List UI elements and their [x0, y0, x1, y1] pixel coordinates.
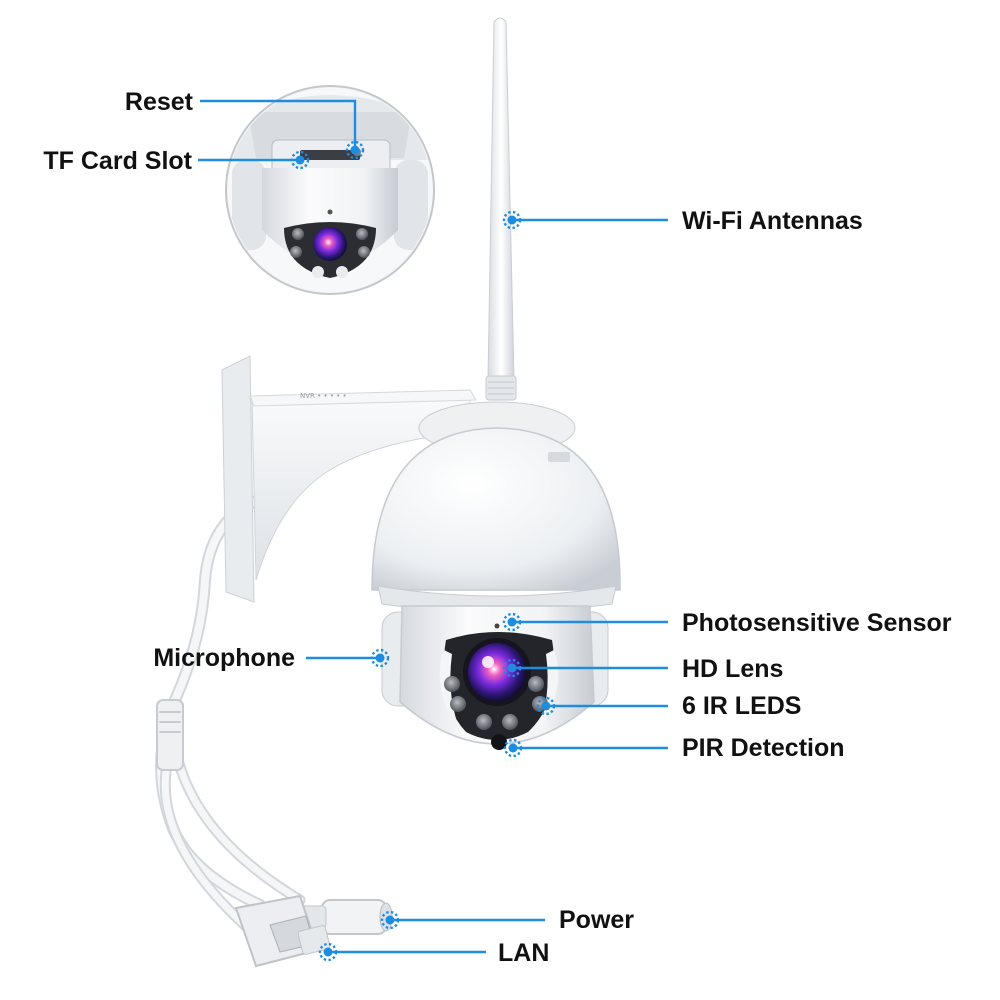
cable — [155, 494, 306, 936]
label-tf-card-slot: TF Card Slot — [43, 147, 192, 175]
svg-text:NVR • • • • •: NVR • • • • • — [300, 392, 347, 400]
callout-dot-reset — [345, 140, 365, 160]
wall-bracket: NVR • • • • • — [221, 355, 477, 603]
callout-dot-ir-leds — [536, 696, 556, 716]
callout-dot-microphone — [370, 648, 390, 668]
callout-dot-wifi-antennas — [502, 210, 522, 230]
label-hd-lens: HD Lens — [682, 655, 783, 683]
label-wifi-antennas: Wi-Fi Antennas — [682, 207, 863, 235]
label-photosensitive-sensor: Photosensitive Sensor — [682, 609, 952, 637]
label-reset: Reset — [125, 88, 194, 116]
camera-body — [371, 401, 621, 750]
labels: Reset TF Card Slot Wi-Fi Antennas Photos… — [43, 88, 951, 967]
callout-line-reset — [200, 99, 357, 150]
callout-dot-lan — [318, 942, 338, 962]
pir-sensor-icon — [491, 734, 507, 750]
callout-dot-pir-detection — [503, 738, 523, 758]
tf-slot-icon — [300, 150, 360, 160]
callout-dot-tf-card-slot — [290, 150, 310, 170]
callout-dot-power — [380, 910, 400, 930]
inset-closeup — [225, 85, 435, 295]
label-lan: LAN — [498, 939, 549, 967]
label-power: Power — [559, 906, 634, 934]
callout-dot-photosensitive-sensor — [502, 612, 522, 632]
callouts — [198, 99, 668, 962]
lens-icon — [468, 643, 526, 701]
label-ir-leds: 6 IR LEDS — [682, 692, 801, 720]
ir-leds-icon — [444, 676, 548, 730]
inset-lens-icon — [313, 227, 347, 261]
wifi-antenna — [485, 17, 517, 401]
label-microphone: Microphone — [153, 644, 295, 672]
callout-dot-hd-lens — [502, 658, 522, 678]
label-pir-detection: PIR Detection — [682, 734, 845, 762]
